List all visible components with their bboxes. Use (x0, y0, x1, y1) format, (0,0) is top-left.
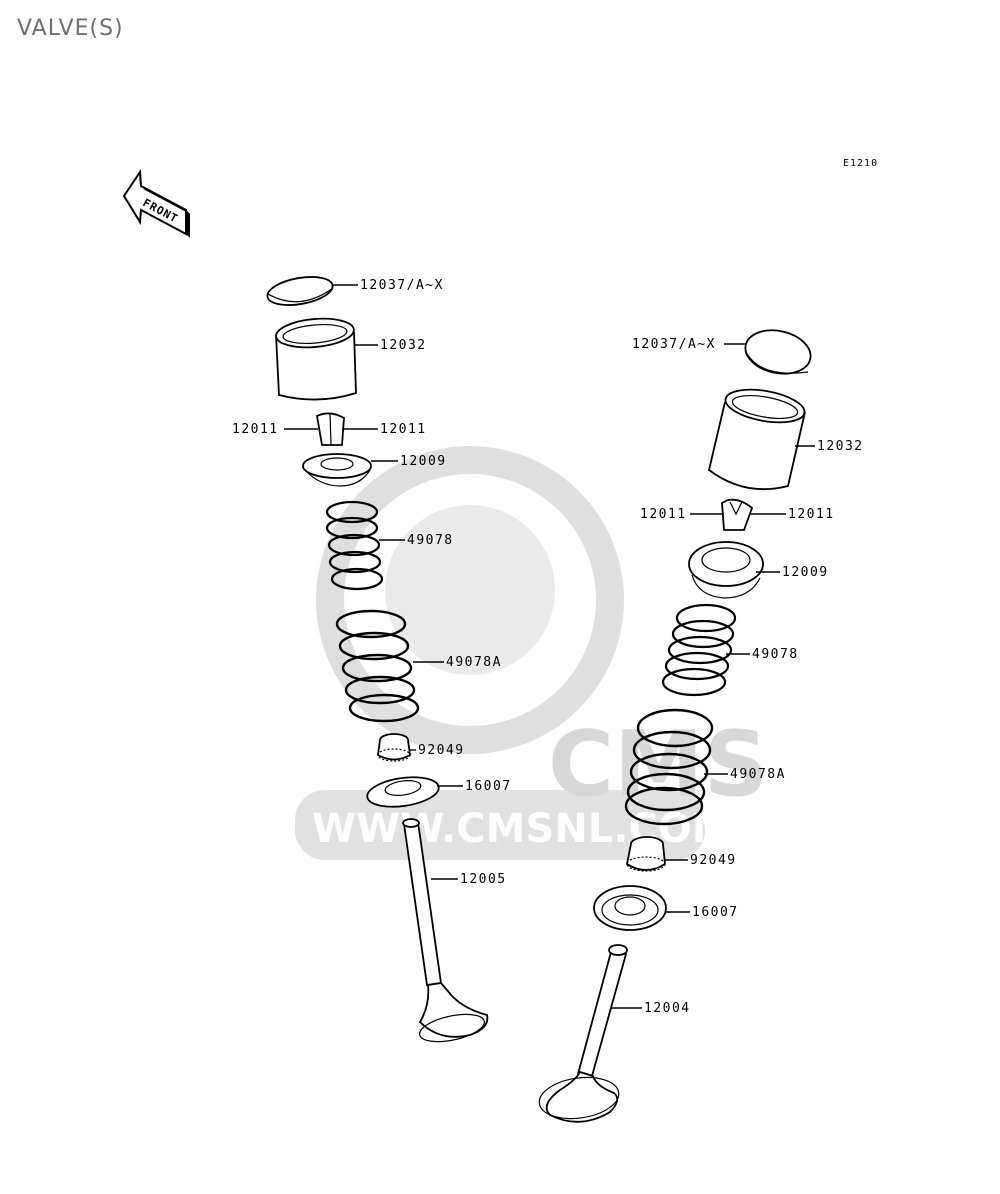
right-shim (744, 329, 812, 375)
left-retainer (302, 453, 372, 487)
left-label-lifter: 12032 (380, 338, 427, 353)
right-label-cotter-right: 12011 (788, 507, 835, 522)
left-label-cotter-left: 12011 (232, 422, 279, 437)
right-retainer (688, 541, 764, 599)
left-valve-assembly: 12037/A~X 12032 12011 12011 12009 49078 … (232, 276, 512, 1043)
left-label-spring-seat: 16007 (465, 779, 512, 794)
right-lifter (707, 388, 806, 491)
left-shim (266, 276, 334, 306)
right-label-outer-spring: 49078A (730, 767, 786, 782)
front-arrow-icon: FRONT (122, 169, 190, 238)
left-inner-spring (325, 500, 384, 591)
right-cotters (721, 498, 754, 531)
left-valve (402, 818, 489, 1043)
left-lifter (275, 317, 357, 401)
left-label-shim: 12037/A~X (360, 278, 444, 293)
left-label-valve: 12005 (460, 872, 507, 887)
left-label-inner-spring: 49078 (407, 533, 454, 548)
left-spring-seat (366, 776, 440, 808)
right-label-retainer: 12009 (782, 565, 829, 580)
right-label-valve: 12004 (644, 1001, 691, 1016)
right-label-lifter: 12032 (817, 439, 864, 454)
left-label-stem-seal: 92049 (418, 743, 465, 758)
left-stem-seal (377, 733, 411, 762)
right-label-shim: 12037/A~X (632, 337, 716, 352)
right-valve-assembly: 12037/A~X 12032 12011 12011 12009 49078 … (538, 329, 864, 1123)
left-outer-spring (335, 609, 420, 723)
right-stem-seal (625, 836, 666, 872)
left-label-cotter-right: 12011 (380, 422, 427, 437)
right-label-stem-seal: 92049 (690, 853, 737, 868)
right-label-cotter-left: 12011 (640, 507, 687, 522)
right-outer-spring (624, 708, 714, 826)
page-title: VALVE(S) (17, 16, 124, 41)
left-label-retainer: 12009 (400, 454, 447, 469)
left-label-outer-spring: 49078A (446, 655, 502, 670)
watermark-brand: CMS (548, 712, 768, 817)
diagram-code: E1210 (843, 158, 878, 169)
right-label-spring-seat: 16007 (692, 905, 739, 920)
left-cotters (315, 412, 345, 446)
right-valve (538, 944, 628, 1123)
right-label-inner-spring: 49078 (752, 647, 799, 662)
right-spring-seat (593, 885, 667, 931)
watermark-url: WWW.CMSNL.COM (312, 806, 732, 852)
right-inner-spring (661, 603, 737, 697)
